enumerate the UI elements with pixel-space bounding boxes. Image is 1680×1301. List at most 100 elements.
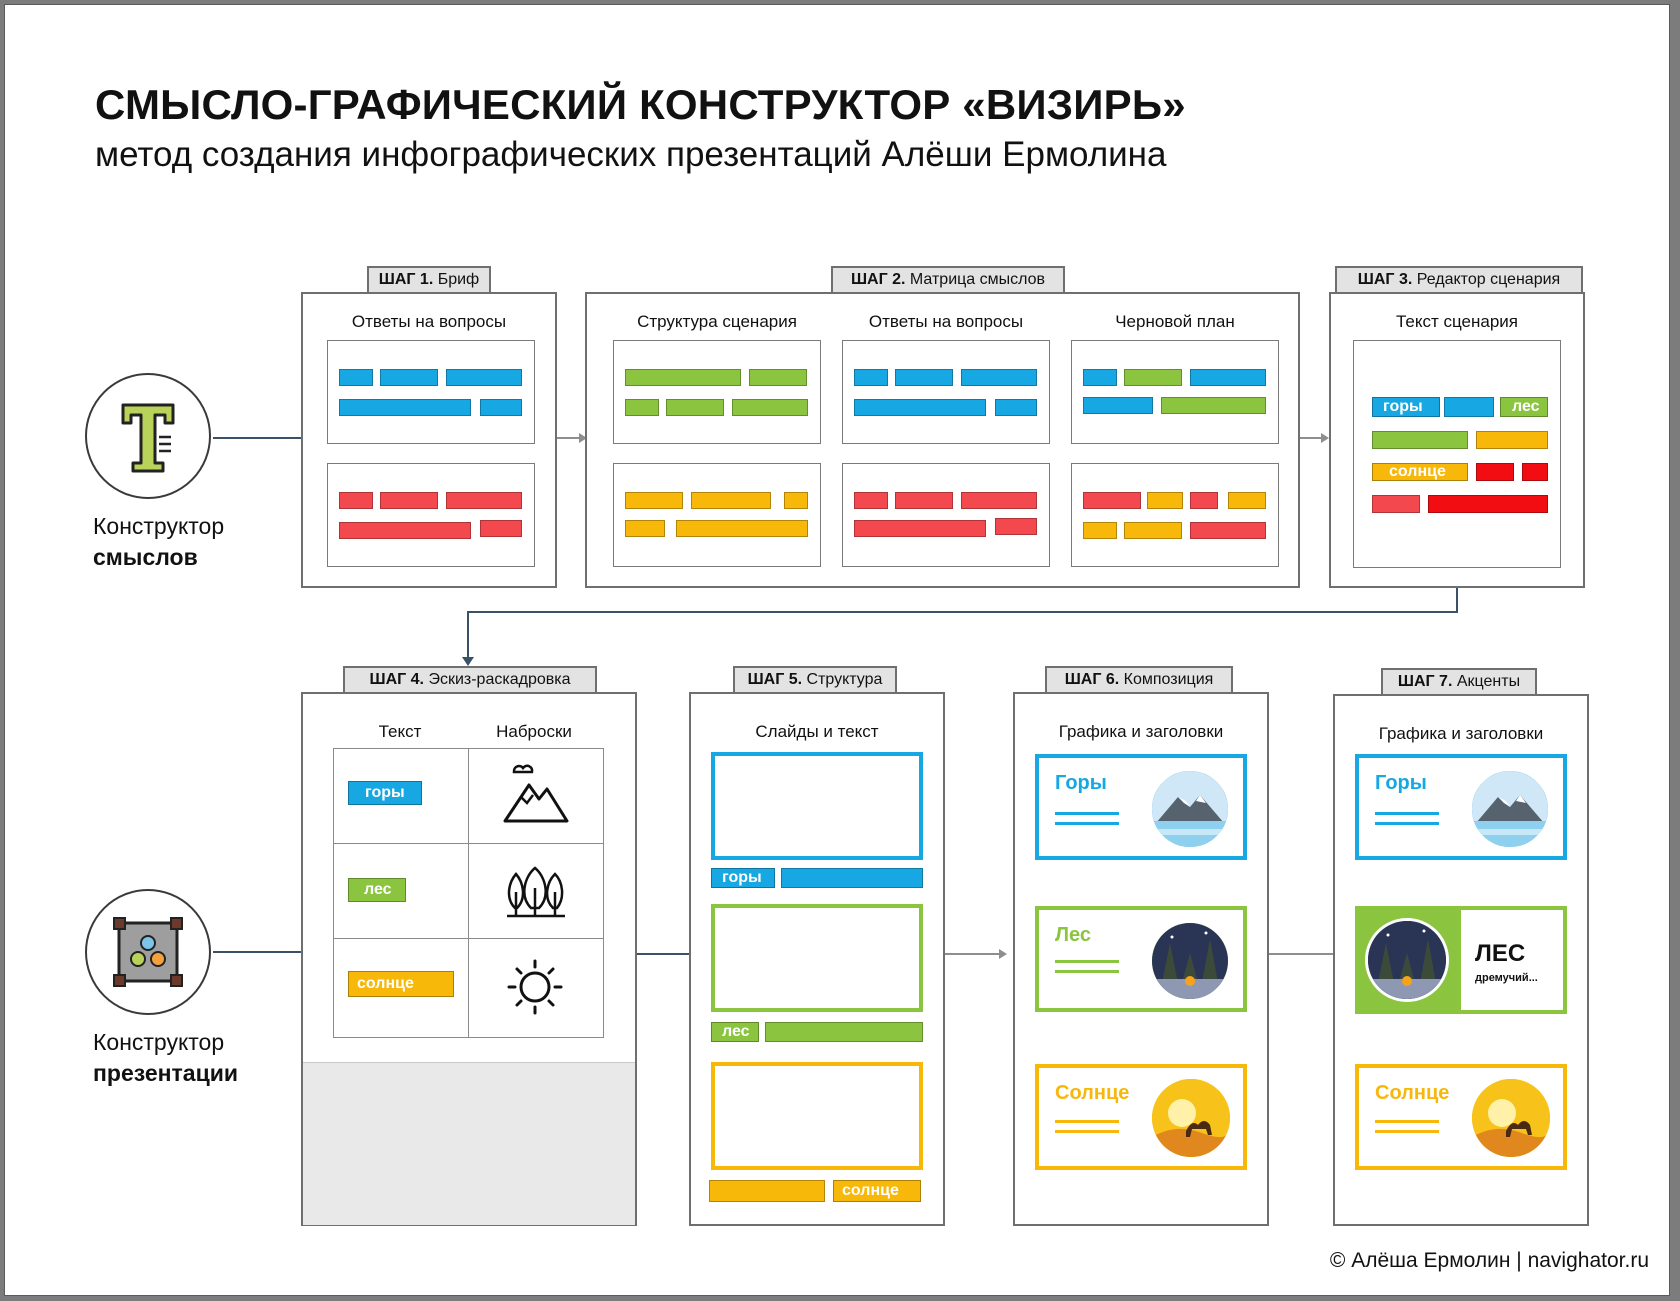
accent-text-panel: ЛЕС дремучий... [1461, 910, 1563, 1010]
bar [380, 369, 438, 386]
connector-step3-down [1456, 567, 1458, 613]
arrowhead-icon [999, 949, 1007, 959]
slide-title: Горы [1055, 772, 1107, 794]
step7-tab: ШАГ 7. Акценты [1381, 668, 1537, 694]
text-type-icon [121, 403, 175, 473]
step2-frame: Структура сценария Ответы на вопросы Чер… [585, 292, 1300, 588]
bar [995, 518, 1037, 535]
bar [1124, 522, 1182, 539]
bar [1476, 463, 1514, 481]
storyboard-shadow-area [303, 1062, 635, 1225]
bar [784, 492, 808, 509]
arrowhead-icon [1321, 433, 1329, 443]
slide-line [1375, 812, 1439, 815]
storyboard-cell [468, 938, 604, 1038]
tag-gory: горы [711, 868, 775, 888]
desert-photo-icon [1469, 1076, 1553, 1160]
bar [446, 369, 522, 386]
slide-title: ЛЕС [1475, 940, 1526, 967]
step2-tab: ШАГ 2. Матрица смыслов [831, 266, 1065, 292]
step7-section-title: Графика и заголовки [1378, 724, 1544, 743]
bar [1190, 369, 1266, 386]
slide-solntse [711, 1062, 923, 1170]
bar [1372, 495, 1420, 513]
step6-tab: ШАГ 6. Композиция [1045, 666, 1233, 692]
mountain-icon [503, 764, 569, 823]
bar [1190, 522, 1266, 539]
slide-gory-accent: Горы [1355, 754, 1567, 860]
tag-solntse: солнце [348, 971, 454, 997]
bar [339, 492, 373, 509]
arrowhead-icon [579, 433, 587, 443]
desert-photo-icon [1149, 1076, 1233, 1160]
vector-shape-icon [113, 917, 183, 987]
bar [691, 492, 771, 509]
bar [1083, 522, 1117, 539]
slide-title: Солнце [1055, 1082, 1130, 1104]
bar [732, 399, 808, 416]
bar [1522, 463, 1548, 481]
step5-section-title: Слайды и текст [755, 722, 879, 741]
presentation-builder-circle [85, 889, 211, 1015]
arrow-step5-step6 [945, 953, 1000, 955]
bar [1083, 492, 1141, 509]
bar [781, 868, 923, 888]
step2-card-draft-top [1071, 340, 1279, 444]
bar [625, 492, 683, 509]
bar [666, 399, 724, 416]
slide-les-composed: Лес [1035, 906, 1247, 1012]
connector-horizontal [467, 611, 1458, 613]
step7-frame: Графика и заголовки Горы [1333, 694, 1589, 1226]
step2-card-blue [842, 340, 1050, 444]
slide-title: Солнце [1375, 1082, 1450, 1104]
presentation-builder-label: Конструктор презентации [93, 1029, 239, 1086]
bar [480, 520, 522, 537]
bar [446, 492, 522, 509]
step4-col-sketch: Наброски [496, 722, 572, 741]
slide-subtitle: дремучий... [1475, 972, 1538, 984]
page-title: СМЫСЛО-ГРАФИЧЕСКИЙ КОНСТРУКТОР «ВИЗИРЬ» [95, 81, 1186, 128]
step1-card-red [327, 463, 535, 567]
bar [339, 522, 471, 539]
meaning-builder-label: Конструктор смыслов [93, 513, 225, 570]
storyboard-cell [468, 843, 604, 939]
slide-line [1055, 812, 1119, 815]
slide-line [1375, 1120, 1439, 1123]
tag-gory: горы [1372, 397, 1440, 417]
infographic-sheet: СМЫСЛО-ГРАФИЧЕСКИЙ КОНСТРУКТОР «ВИЗИРЬ» … [4, 4, 1670, 1296]
bar [1147, 492, 1183, 509]
bar [380, 492, 438, 509]
bar [625, 520, 665, 537]
bar [995, 399, 1037, 416]
step2-section-answers: Ответы на вопросы [868, 312, 1024, 331]
step2-card-draft-bottom [1071, 463, 1279, 567]
arrow-step1-step2 [557, 437, 581, 439]
bar [1476, 431, 1548, 449]
bar [709, 1180, 825, 1202]
bar [854, 369, 888, 386]
tag-les: лес [1500, 397, 1548, 417]
tag-solntse: солнце [833, 1180, 921, 1202]
bar [961, 369, 1037, 386]
bar [765, 1022, 923, 1042]
step1-card-blue [327, 340, 535, 444]
mountain-photo-icon [1149, 768, 1231, 850]
step2-card-green [613, 340, 821, 444]
bar [1228, 492, 1266, 509]
slide-line [1055, 822, 1119, 825]
step6-frame: Графика и заголовки Горы Лес [1013, 692, 1269, 1226]
arrowhead-down-icon [462, 657, 474, 666]
step2-card-yellow [613, 463, 821, 567]
step1-section-title: Ответы на вопросы [351, 312, 507, 331]
sun-icon [507, 959, 563, 1015]
slide-line [1055, 1120, 1119, 1123]
step2-section-draft: Черновой план [1115, 312, 1235, 331]
step1-tab: ШАГ 1. Бриф [367, 266, 491, 292]
slide-solntse-accent: Солнце [1355, 1064, 1567, 1170]
step3-section-title: Текст сценария [1395, 312, 1519, 331]
bar [1083, 397, 1153, 414]
tag-solntse: солнце [1372, 463, 1468, 481]
bar [1161, 397, 1266, 414]
storyboard-cell: горы [333, 748, 469, 844]
bar [854, 492, 888, 509]
